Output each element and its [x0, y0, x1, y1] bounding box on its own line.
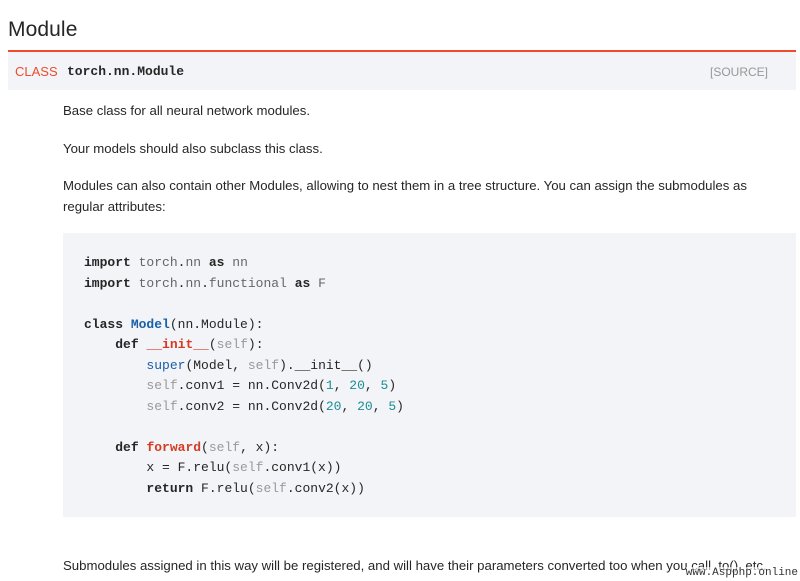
- code-line: import torch.nn.functional as F: [84, 275, 326, 291]
- code-line: def forward(self, x):: [115, 439, 280, 455]
- code-line: return F.relu(self.conv2(x)): [146, 480, 365, 496]
- class-signature: CLASS torch.nn.Module [SOURCE]: [8, 50, 796, 90]
- source-link[interactable]: [SOURCE]: [709, 65, 768, 79]
- signature-name: torch.nn.Module: [67, 64, 185, 79]
- code-line: super(Model, self).__init__(): [146, 357, 373, 373]
- code-line: class Model(nn.Module):: [84, 316, 264, 332]
- code-line: self.conv2 = nn.Conv2d(20, 20, 5): [146, 398, 404, 414]
- code-line: self.conv1 = nn.Conv2d(1, 20, 5): [146, 378, 397, 393]
- code-example: import torch.nn as nn import torch.nn.fu…: [63, 233, 796, 517]
- paragraph-description: Base class for all neural network module…: [63, 103, 311, 118]
- code-line: x = F.relu(self.conv1(x)): [84, 460, 342, 475]
- code-line: import torch.nn as nn: [84, 255, 248, 270]
- paragraph-nesting-note: Modules can also contain other Modules, …: [63, 178, 747, 214]
- code-line: def __init__(self):: [115, 337, 264, 352]
- code-content: import torch.nn as nn import torch.nn.fu…: [84, 253, 796, 499]
- watermark: www.Aspphp.online: [685, 567, 798, 579]
- page-title: Module: [8, 18, 78, 42]
- signature-kind: CLASS: [15, 64, 58, 79]
- paragraph-subclass-note: Your models should also subclass this cl…: [63, 141, 323, 156]
- paragraph-registration-note: Submodules assigned in this way will be …: [63, 558, 767, 573]
